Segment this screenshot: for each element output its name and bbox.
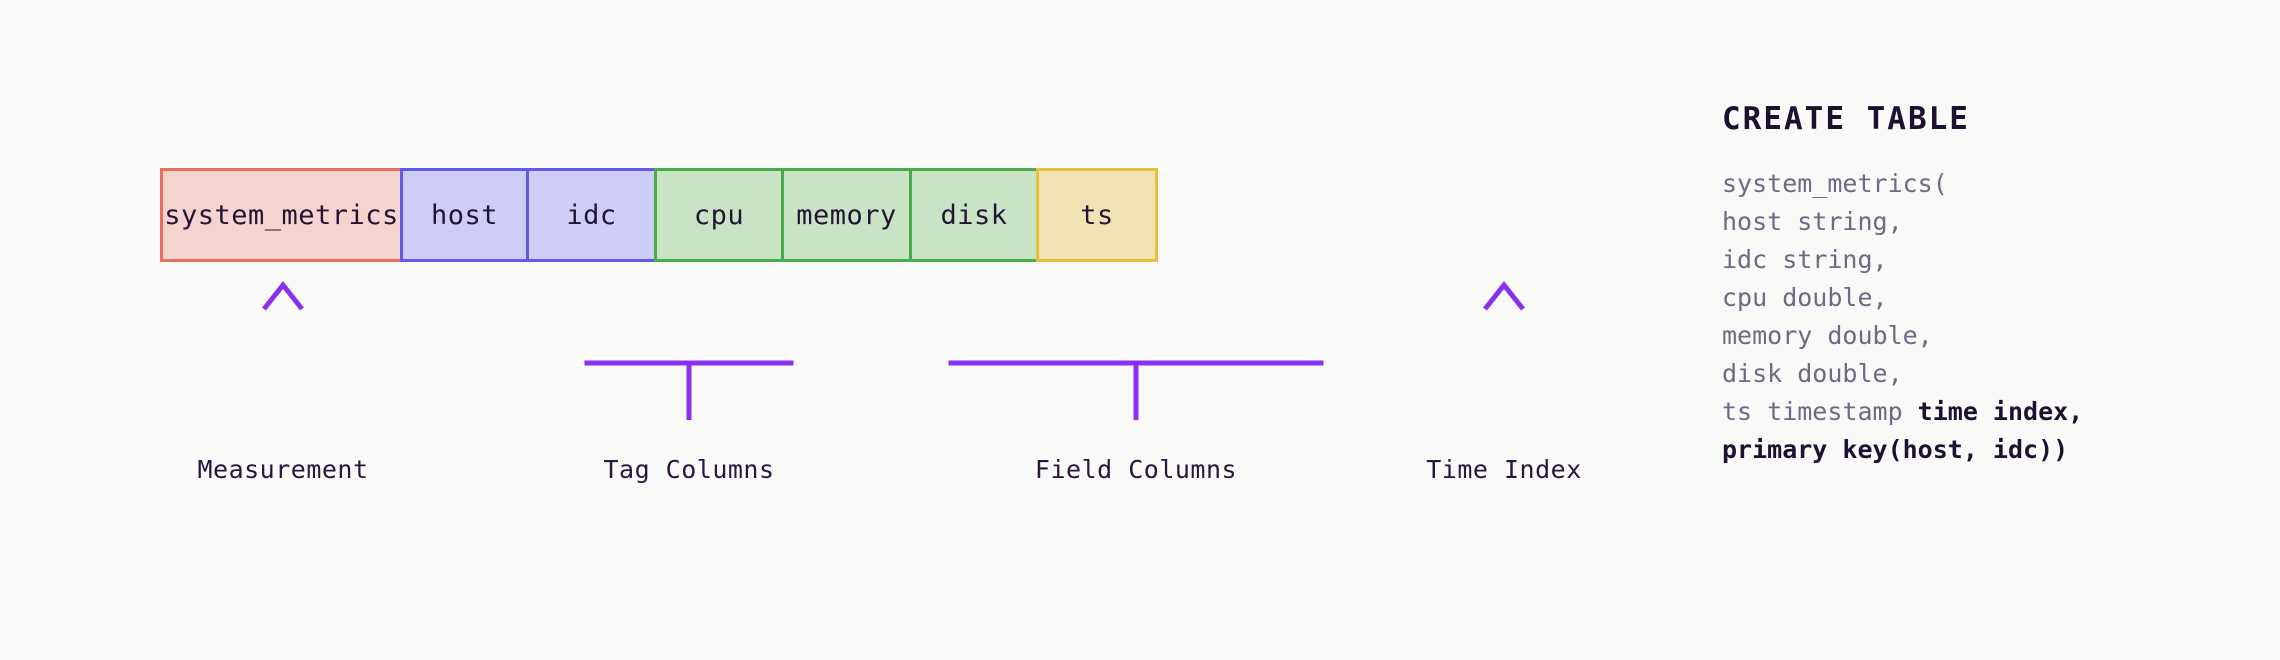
sql-line: host string, [1722, 203, 2242, 241]
sql-text: system_metrics( [1722, 169, 1948, 198]
schema-cell-label: memory [796, 199, 897, 231]
sql-text: cpu double, [1722, 283, 1888, 312]
annotation-label-measurement: Measurement [197, 455, 369, 484]
sql-line: primary key(host, idc)) [1722, 431, 2242, 469]
sql-line: system_metrics( [1722, 165, 2242, 203]
schema-cell-system_metrics[interactable]: system_metrics [160, 168, 403, 262]
create-table-heading: CREATE TABLE [1722, 101, 1970, 137]
annotation-label-tag-columns: Tag Columns [603, 455, 775, 484]
sql-text: idc string, [1722, 245, 1888, 274]
sql-line: disk double, [1722, 355, 2242, 393]
schema-cell-label: cpu [693, 199, 745, 231]
sql-text: memory double, [1722, 321, 1933, 350]
schema-cell-idc[interactable]: idc [526, 168, 657, 262]
sql-keyword: time index, [1917, 397, 2084, 426]
sql-keyword: primary key(host, idc)) [1722, 435, 2069, 464]
annotation-arrow-head [1483, 280, 1525, 311]
schema-cell-label: idc [566, 199, 617, 231]
sql-line: memory double, [1722, 317, 2242, 355]
schema-column-strip: system_metrics host idc cpu memory disk ts [160, 168, 1158, 262]
schema-cell-label: system_metrics [164, 199, 399, 231]
annotation-arrow-head [262, 280, 304, 311]
sql-line: ts timestamp time index, [1722, 393, 2242, 431]
create-table-panel: CREATE TABLE system_metrics(host string,… [1722, 104, 2242, 469]
sql-text: disk double, [1722, 359, 1903, 388]
schema-cell-label: ts [1080, 199, 1114, 231]
create-table-sql: system_metrics(host string, idc string, cp… [1722, 165, 2242, 469]
sql-text: host string, [1722, 207, 1903, 236]
schema-cell-memory[interactable]: memory [781, 168, 912, 262]
schema-cell-host[interactable]: host [400, 168, 529, 262]
schema-cell-cpu[interactable]: cpu [654, 168, 784, 262]
schema-cell-ts[interactable]: ts [1036, 168, 1158, 262]
sql-line: idc string, [1722, 241, 2242, 279]
schema-cell-label: disk [940, 199, 1008, 231]
schema-cell-label: host [430, 199, 499, 231]
annotation-label-time-index: Time Index [1426, 455, 1582, 484]
annotation-label-field-columns: Field Columns [1034, 455, 1238, 484]
sql-line: cpu double, [1722, 279, 2242, 317]
sql-text: ts timestamp [1722, 397, 1918, 426]
schema-cell-disk[interactable]: disk [909, 168, 1039, 262]
